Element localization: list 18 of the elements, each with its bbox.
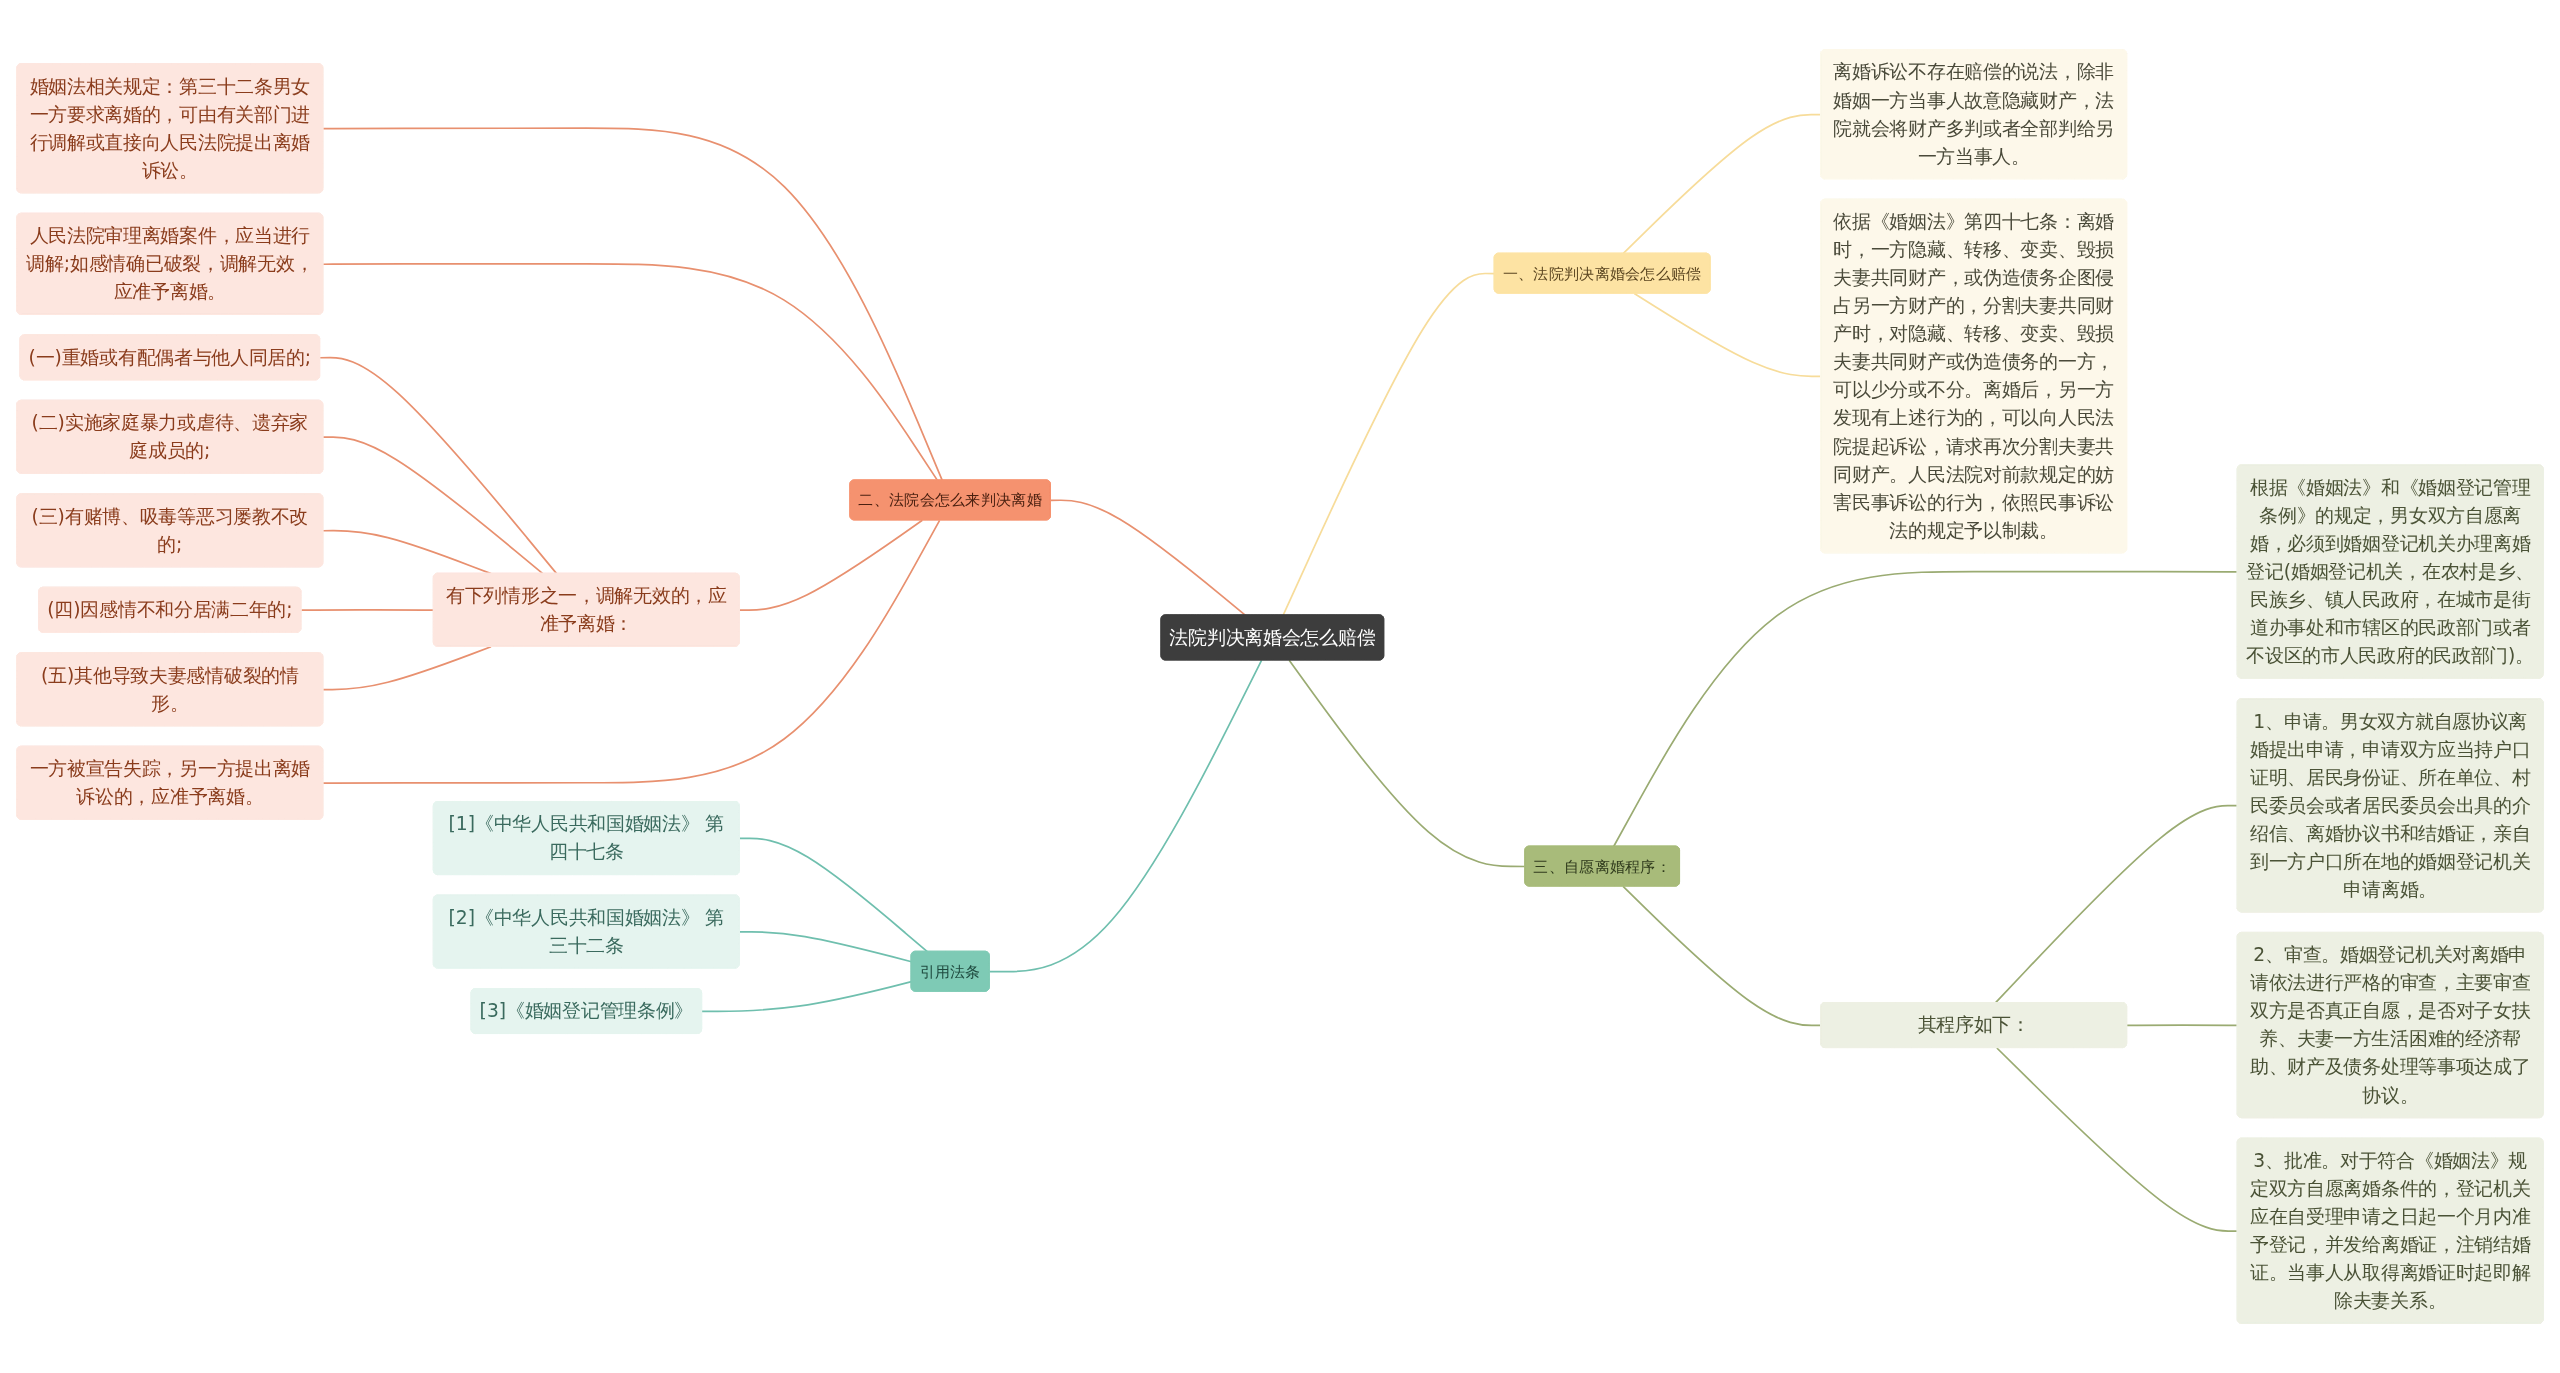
connector <box>1633 292 1822 378</box>
connector <box>1612 570 2239 848</box>
connector <box>1622 885 1822 1027</box>
connector <box>322 645 492 691</box>
connector <box>1994 804 2239 1004</box>
connector <box>300 609 435 612</box>
connector <box>738 931 913 963</box>
connector <box>738 837 929 953</box>
connector <box>322 519 941 785</box>
connector <box>1622 113 1822 255</box>
connector <box>322 529 492 575</box>
connector <box>1996 1047 2239 1233</box>
connector <box>701 980 913 1013</box>
connector <box>988 659 1263 973</box>
connector <box>2126 1024 2239 1027</box>
connector <box>322 436 544 575</box>
connector <box>319 356 558 575</box>
connector <box>738 519 924 612</box>
